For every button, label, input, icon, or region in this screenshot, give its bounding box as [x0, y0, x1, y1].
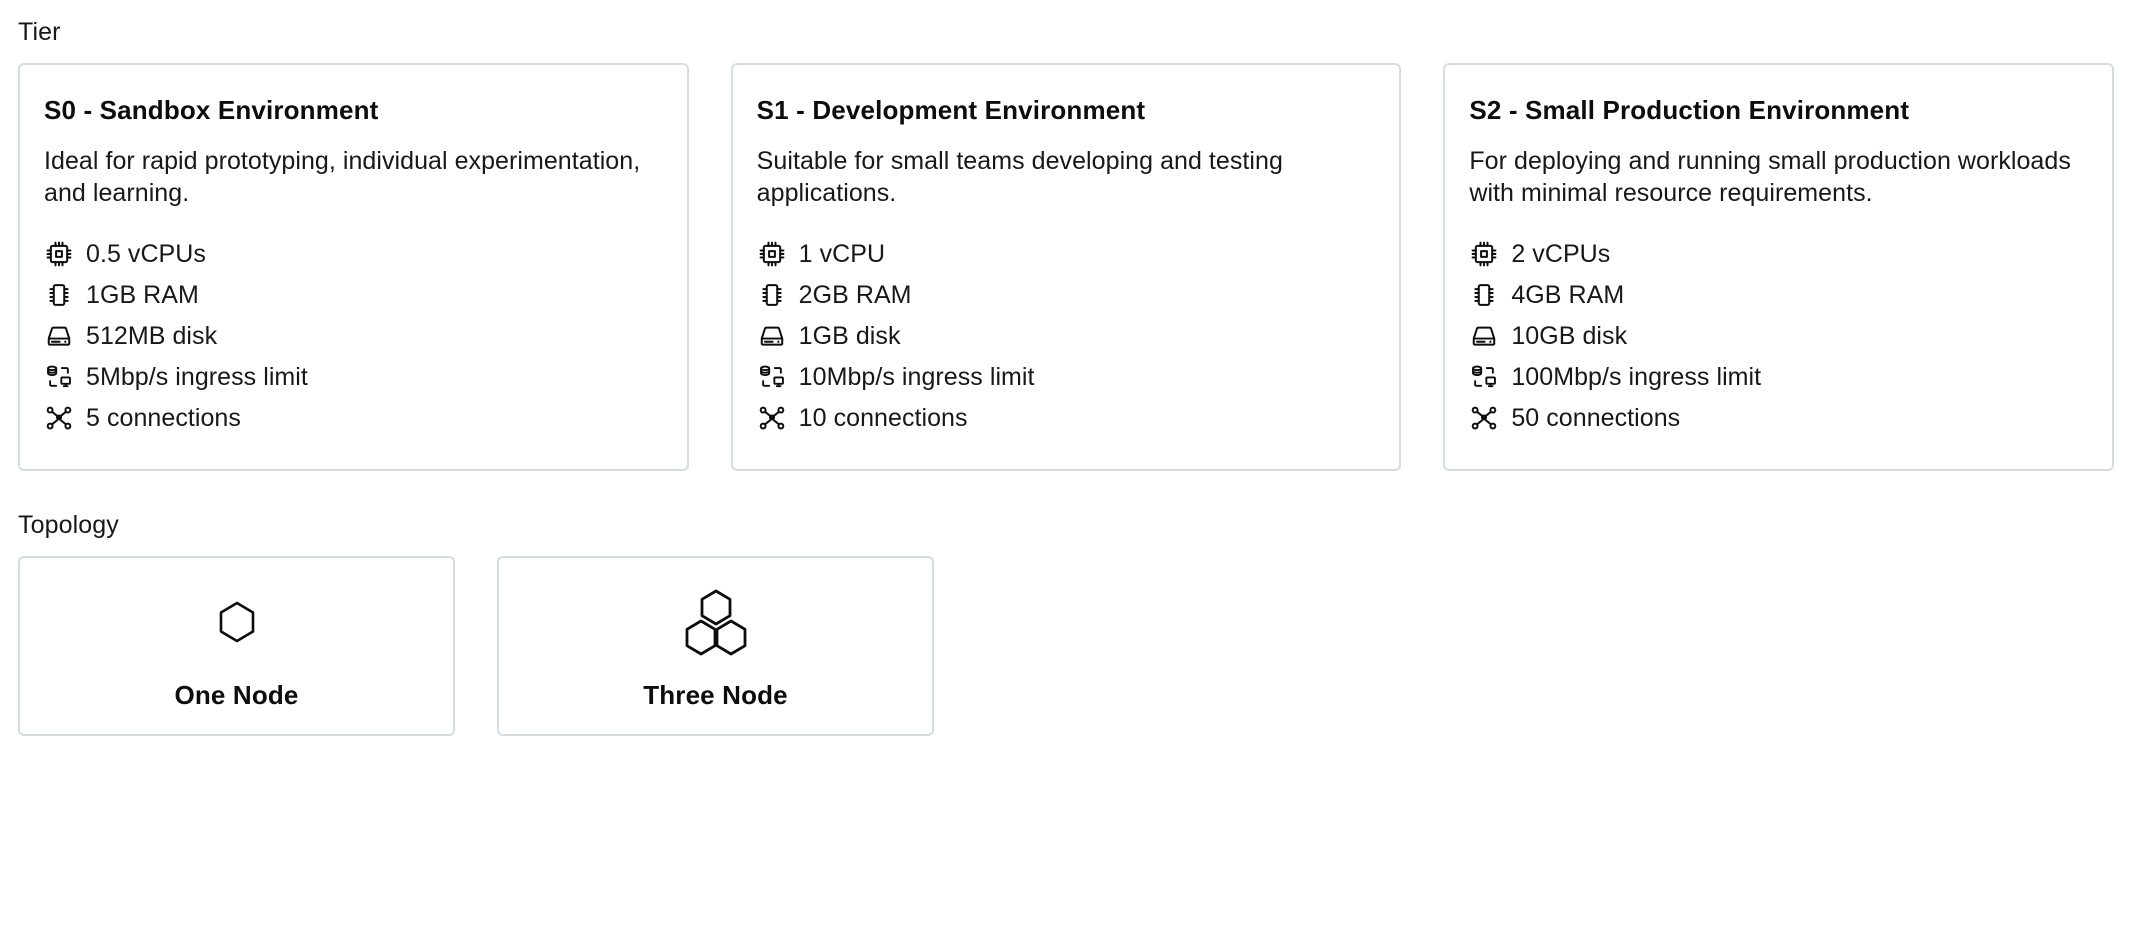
spec-text: 1 vCPU [798, 239, 886, 268]
spec-row-transfer: 5Mbp/s ingress limit [44, 360, 663, 394]
transfer-icon [1469, 362, 1499, 392]
topology-card-three-node[interactable]: Three Node [497, 556, 934, 736]
spec-text: 2 vCPUs [1511, 239, 1611, 268]
spec-row-cpu: 0.5 vCPUs [44, 237, 663, 271]
tier-spec-list: 0.5 vCPUs 1GB RAM [44, 237, 663, 435]
spec-text: 2GB RAM [798, 280, 912, 309]
tier-card-list: S0 - Sandbox Environment Ideal for rapid… [18, 63, 2115, 471]
tier-card-description: Suitable for small teams developing and … [756, 147, 1283, 207]
spec-row-disk: 1GB disk [757, 319, 1376, 353]
network-icon [1469, 403, 1499, 433]
memory-icon [44, 280, 74, 310]
spec-text: 4GB RAM [1511, 280, 1625, 309]
topology-card-label: One Node [174, 680, 299, 710]
spec-text: 10GB disk [1511, 321, 1628, 350]
transfer-icon [757, 362, 787, 392]
spec-text: 5 connections [86, 403, 241, 432]
spec-row-memory: 2GB RAM [757, 278, 1376, 312]
spec-row-disk: 512MB disk [44, 319, 663, 353]
disk-icon [757, 321, 787, 351]
tier-card-s0[interactable]: S0 - Sandbox Environment Ideal for rapid… [18, 63, 689, 471]
spec-text: 100Mbp/s ingress limit [1511, 362, 1762, 391]
spec-row-transfer: 100Mbp/s ingress limit [1469, 360, 2088, 394]
topology-card-one-node[interactable]: One Node [18, 556, 455, 736]
single-hexagon-icon [214, 588, 260, 660]
spec-row-connections: 5 connections [44, 401, 663, 435]
tier-section-label: Tier [18, 18, 61, 46]
tier-card-title: S2 - Small Production Environment [1469, 95, 1910, 125]
tier-card-description: Ideal for rapid prototyping, individual … [44, 147, 641, 207]
spec-row-cpu: 1 vCPU [757, 237, 1376, 271]
spec-row-disk: 10GB disk [1469, 319, 2088, 353]
tier-card-description: For deploying and running small producti… [1469, 147, 2071, 207]
tier-card-title: S1 - Development Environment [756, 95, 1146, 125]
spec-text: 1GB disk [798, 321, 901, 350]
spec-row-transfer: 10Mbp/s ingress limit [757, 360, 1376, 394]
disk-icon [1469, 321, 1499, 351]
network-icon [757, 403, 787, 433]
tier-spec-list: 2 vCPUs 4GB RAM [1469, 237, 2088, 435]
spec-row-connections: 10 connections [757, 401, 1376, 435]
spec-text: 50 connections [1511, 403, 1681, 432]
spec-text: 10Mbp/s ingress limit [798, 362, 1035, 391]
spec-text: 512MB disk [86, 321, 218, 350]
spec-row-memory: 4GB RAM [1469, 278, 2088, 312]
tier-card-title: S0 - Sandbox Environment [44, 95, 379, 125]
spec-row-memory: 1GB RAM [44, 278, 663, 312]
tier-card-s2[interactable]: S2 - Small Production Environment For de… [1443, 63, 2115, 471]
cpu-icon [757, 239, 787, 269]
transfer-icon [44, 362, 74, 392]
topology-card-list: One Node Three Node [18, 556, 2114, 736]
topology-card-label: Three Node [643, 680, 788, 710]
tier-spec-list: 1 vCPU 2GB RAM [757, 237, 1376, 435]
tier-card-s1[interactable]: S1 - Development Environment Suitable fo… [730, 63, 1402, 471]
memory-icon [1469, 280, 1499, 310]
topology-section-label: Topology [18, 511, 119, 539]
disk-icon [44, 321, 74, 351]
triple-hexagon-icon [678, 588, 754, 660]
cpu-icon [44, 239, 74, 269]
spec-row-cpu: 2 vCPUs [1469, 237, 2088, 271]
spec-text: 1GB RAM [86, 280, 199, 309]
spec-row-connections: 50 connections [1469, 401, 2088, 435]
spec-text: 0.5 vCPUs [86, 239, 206, 268]
memory-icon [757, 280, 787, 310]
spec-text: 5Mbp/s ingress limit [86, 362, 308, 391]
cpu-icon [1469, 239, 1499, 269]
spec-text: 10 connections [798, 403, 968, 432]
network-icon [44, 403, 74, 433]
